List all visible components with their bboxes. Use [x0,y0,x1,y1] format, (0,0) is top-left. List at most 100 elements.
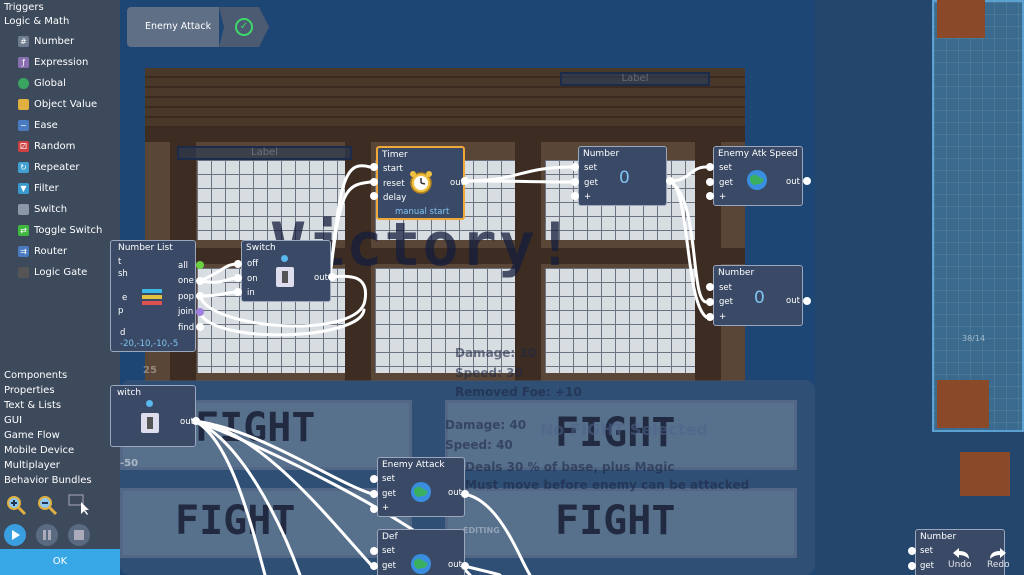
port-off[interactable]: off [247,259,259,269]
port-dot[interactable] [328,273,336,281]
port-out[interactable]: out [180,417,194,427]
category-mobile-device[interactable]: Mobile Device [4,445,75,456]
port-get[interactable]: get [584,178,598,188]
switch-node[interactable]: Switch off on in out [241,240,331,302]
port-out[interactable]: out [786,177,800,187]
port-set[interactable]: set [920,546,933,556]
port-on[interactable]: on [247,274,258,284]
port-get[interactable]: get [719,178,733,188]
port-join[interactable]: join [178,307,194,317]
port-out[interactable]: out [450,178,464,188]
number-list-node[interactable]: Number List t sh e p d all one pop join … [110,240,196,352]
sidebar-item-switch[interactable]: Switch [18,201,67,217]
undo-label[interactable]: Undo [948,560,972,570]
port-dot[interactable] [196,323,204,331]
port-out[interactable]: out [448,560,462,570]
port-dot[interactable] [706,313,714,321]
sidebar-item-repeater[interactable]: ↻Repeater [18,159,79,175]
enemy-atk-speed-node[interactable]: Enemy Atk Speed set get + out [713,146,803,206]
play-icon[interactable] [4,524,26,546]
port-get[interactable]: get [382,489,396,499]
port-set[interactable]: set [719,283,732,293]
port-set[interactable]: set [584,163,597,173]
port-dot[interactable] [234,260,242,268]
port-all[interactable]: all [178,261,188,271]
port-pop[interactable]: pop [178,292,194,302]
def-node[interactable]: Def set get out [377,529,465,575]
category-text-lists[interactable]: Text & Lists [4,400,62,411]
port-plus[interactable]: + [719,312,727,322]
port-dot[interactable] [196,261,204,269]
port-dot[interactable] [461,562,469,570]
sidebar-item-object-value[interactable]: Object Value [18,96,97,112]
redo-icon[interactable] [986,545,1012,565]
port-out[interactable]: out [448,488,462,498]
port-partial[interactable]: d [120,328,126,338]
port-dot[interactable] [370,178,378,186]
port-set[interactable]: set [382,474,395,484]
port-get[interactable]: get [920,561,934,571]
port-dot[interactable] [370,562,378,570]
port-reset[interactable]: reset [383,179,405,189]
port-dot[interactable] [461,177,469,185]
zoom-in-icon[interactable] [5,494,27,516]
port-dot[interactable] [706,192,714,200]
breadcrumb-enemy-attack[interactable]: Enemy Attack [127,7,219,47]
ok-button[interactable]: OK [0,549,120,575]
category-gui[interactable]: GUI [4,415,23,426]
port-plus[interactable]: + [719,192,727,202]
port-dot[interactable] [706,283,714,291]
port-dot[interactable] [571,178,579,186]
port-set[interactable]: set [719,163,732,173]
port-dot[interactable] [706,163,714,171]
undo-icon[interactable] [947,545,973,565]
port-out[interactable]: out [314,273,328,283]
category-behavior-bundles[interactable]: Behavior Bundles [4,475,92,486]
port-dot[interactable] [461,490,469,498]
sidebar-item-number[interactable]: #Number [18,33,74,49]
sidebar-item-toggle-switch[interactable]: ⇄Toggle Switch [18,222,102,238]
stop-icon[interactable] [68,524,90,546]
port-delay[interactable]: delay [383,193,407,203]
port-get[interactable]: get [382,561,396,571]
category-properties[interactable]: Properties [4,385,55,396]
number-node[interactable]: Number set get + 0 [578,146,667,206]
sidebar-item-filter[interactable]: ▼Filter [18,180,59,196]
port-partial[interactable]: sh [118,269,128,279]
port-dot[interactable] [571,192,579,200]
port-dot[interactable] [234,274,242,282]
port-dot[interactable] [706,178,714,186]
port-start[interactable]: start [383,164,403,174]
number-node[interactable]: Number set get + out 0 [713,265,803,326]
pause-icon[interactable] [36,524,58,546]
port-dot[interactable] [571,163,579,171]
breadcrumb-check[interactable]: ✓ [219,7,269,47]
port-dot[interactable] [706,298,714,306]
port-dot[interactable] [803,297,811,305]
port-partial[interactable]: p [118,306,124,316]
port-find[interactable]: find [178,323,195,333]
port-get[interactable]: get [719,297,733,307]
enemy-attack-node[interactable]: Enemy Attack set get + out [377,457,465,517]
port-dot[interactable] [370,475,378,483]
select-cursor-icon[interactable] [67,494,89,516]
zoom-out-icon[interactable] [36,494,58,516]
sidebar-item-global[interactable]: Global [18,75,66,91]
port-plus[interactable]: + [382,503,390,513]
port-dot[interactable] [370,163,378,171]
port-dot[interactable] [192,417,200,425]
sidebar-item-ease[interactable]: ~Ease [18,117,58,133]
port-partial[interactable]: t [118,257,122,267]
port-dot[interactable] [908,562,916,570]
port-plus[interactable]: + [584,192,592,202]
port-dot[interactable] [908,547,916,555]
redo-label[interactable]: Redo [987,560,1010,570]
port-dot[interactable] [196,277,204,285]
sidebar-item-logic-gate[interactable]: Logic Gate [18,264,87,280]
port-dot[interactable] [803,177,811,185]
port-in[interactable]: in [247,288,255,298]
port-dot[interactable] [666,177,674,185]
port-dot[interactable] [196,292,204,300]
category-components[interactable]: Components [4,370,68,381]
